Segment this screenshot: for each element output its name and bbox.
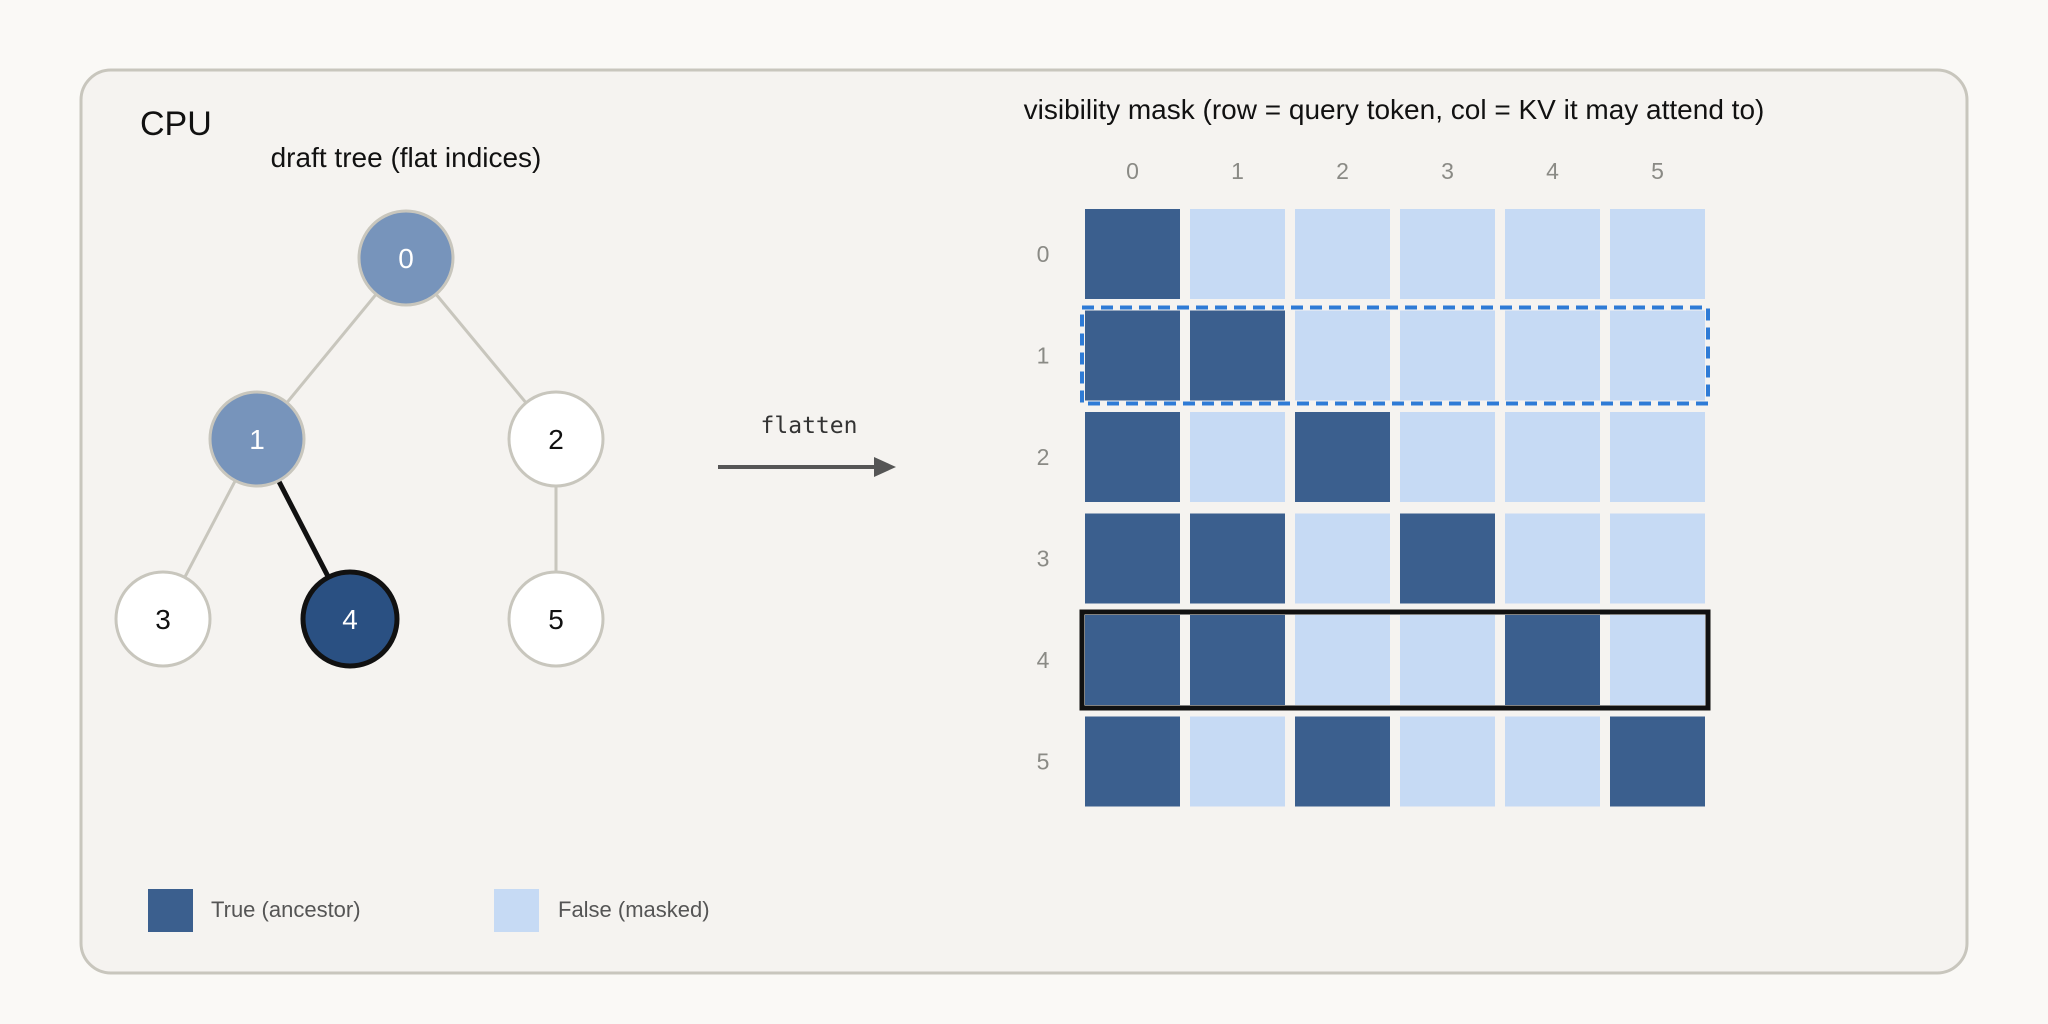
- tree-node-circle: [507, 390, 605, 488]
- mask-col-label-5: 5: [1651, 158, 1664, 184]
- mask-cells: [1085, 209, 1705, 807]
- mask-cell-3-3: [1400, 513, 1495, 604]
- mask-cell-1-1: [1190, 310, 1285, 401]
- mask-col-label-1: 1: [1231, 158, 1244, 184]
- mask-column-labels: 0 1 2 3 4 5: [1126, 158, 1664, 184]
- mask-cell-3-1: [1190, 513, 1285, 604]
- legend-label-false: False (masked): [558, 897, 710, 922]
- mask-cell-0-5: [1610, 209, 1705, 299]
- mask-cell-2-3: [1400, 412, 1495, 502]
- mask-cell-4-1: [1190, 615, 1285, 705]
- tree-node-label: 0: [398, 243, 414, 274]
- panel-label: CPU: [140, 105, 212, 143]
- mask-row-label-0: 0: [1037, 241, 1050, 267]
- mask-cell-2-0: [1085, 412, 1180, 502]
- tree-node-4: 4: [300, 569, 400, 669]
- mask-row-label-3: 3: [1037, 546, 1050, 572]
- mask-cell-0-3: [1400, 209, 1495, 299]
- tree-node-label: 1: [249, 424, 265, 455]
- mask-cell-0-2: [1295, 209, 1390, 299]
- mask-cell-4-2: [1295, 615, 1390, 705]
- mask-cell-5-0: [1085, 716, 1180, 807]
- tree-node-label: 5: [548, 604, 564, 635]
- mask-cell-4-5: [1610, 615, 1705, 705]
- mask-cell-5-1: [1190, 716, 1285, 807]
- mask-row-highlight-4: [1079, 609, 1711, 711]
- tree-node-label: 4: [342, 604, 358, 635]
- mask-row-label-1: 1: [1037, 343, 1050, 369]
- mask-row-label-5: 5: [1037, 749, 1050, 775]
- mask-cell-4-0: [1085, 615, 1180, 705]
- legend-swatch-true: [148, 889, 193, 932]
- tree-node-3: 3: [114, 570, 212, 668]
- mask-col-label-3: 3: [1441, 158, 1454, 184]
- mask-cell-3-5: [1610, 513, 1705, 604]
- tree-node-circle: [208, 390, 306, 488]
- tree-node-circle: [507, 570, 605, 668]
- tree-node-label: 3: [155, 604, 171, 635]
- flatten-label: flatten: [761, 413, 858, 439]
- mask-col-label-4: 4: [1546, 158, 1559, 184]
- mask-row-labels: 0 1 2 3 4 5: [1037, 241, 1050, 775]
- legend-label-true: True (ancestor): [211, 897, 361, 922]
- mask-cell-1-3: [1400, 310, 1495, 401]
- mask-cell-4-4: [1505, 615, 1600, 705]
- mask-cell-3-4: [1505, 513, 1600, 604]
- mask-col-label-0: 0: [1126, 158, 1139, 184]
- tree-title: draft tree (flat indices): [271, 142, 542, 173]
- mask-cell-5-4: [1505, 716, 1600, 807]
- legend-swatch-false: [494, 889, 539, 932]
- tree-node-5: 5: [507, 570, 605, 668]
- mask-cell-0-1: [1190, 209, 1285, 299]
- mask-cell-1-2: [1295, 310, 1390, 401]
- tree-node-circle: [357, 209, 455, 307]
- mask-cell-2-5: [1610, 412, 1705, 502]
- flatten-arrow: [718, 457, 896, 477]
- tree-node-circle: [114, 570, 212, 668]
- tree-node-0: 0: [357, 209, 455, 307]
- mask-cell-2-2: [1295, 412, 1390, 502]
- tree-node-circle: [300, 569, 400, 669]
- mask-cell-1-4: [1505, 310, 1600, 401]
- mask-cell-5-5: [1610, 716, 1705, 807]
- legend: True (ancestor) False (masked): [148, 889, 710, 932]
- mask-cell-1-5: [1610, 310, 1705, 401]
- mask-cell-2-4: [1505, 412, 1600, 502]
- mask-cell-3-2: [1295, 513, 1390, 604]
- mask-cell-2-1: [1190, 412, 1285, 502]
- mask-row-highlight-1: [1080, 305, 1710, 406]
- mask-cell-0-0: [1085, 209, 1180, 299]
- tree-node-1: 1: [208, 390, 306, 488]
- mask-cell-0-4: [1505, 209, 1600, 299]
- mask-cell-1-0: [1085, 310, 1180, 401]
- mask-cell-3-0: [1085, 513, 1180, 604]
- mask-col-label-2: 2: [1336, 158, 1349, 184]
- tree-node-label: 2: [548, 424, 564, 455]
- mask-title: visibility mask (row = query token, col …: [1024, 94, 1765, 125]
- tree-nodes: 0 1 2 3 4 5: [114, 209, 605, 669]
- mask-row-label-2: 2: [1037, 444, 1050, 470]
- mask-row-label-4: 4: [1037, 647, 1050, 673]
- mask-cell-5-2: [1295, 716, 1390, 807]
- mask-cell-5-3: [1400, 716, 1495, 807]
- mask-row-highlights: [1079, 305, 1711, 711]
- cpu-panel: [79, 68, 1969, 975]
- tree-node-2: 2: [507, 390, 605, 488]
- mask-cell-4-3: [1400, 615, 1495, 705]
